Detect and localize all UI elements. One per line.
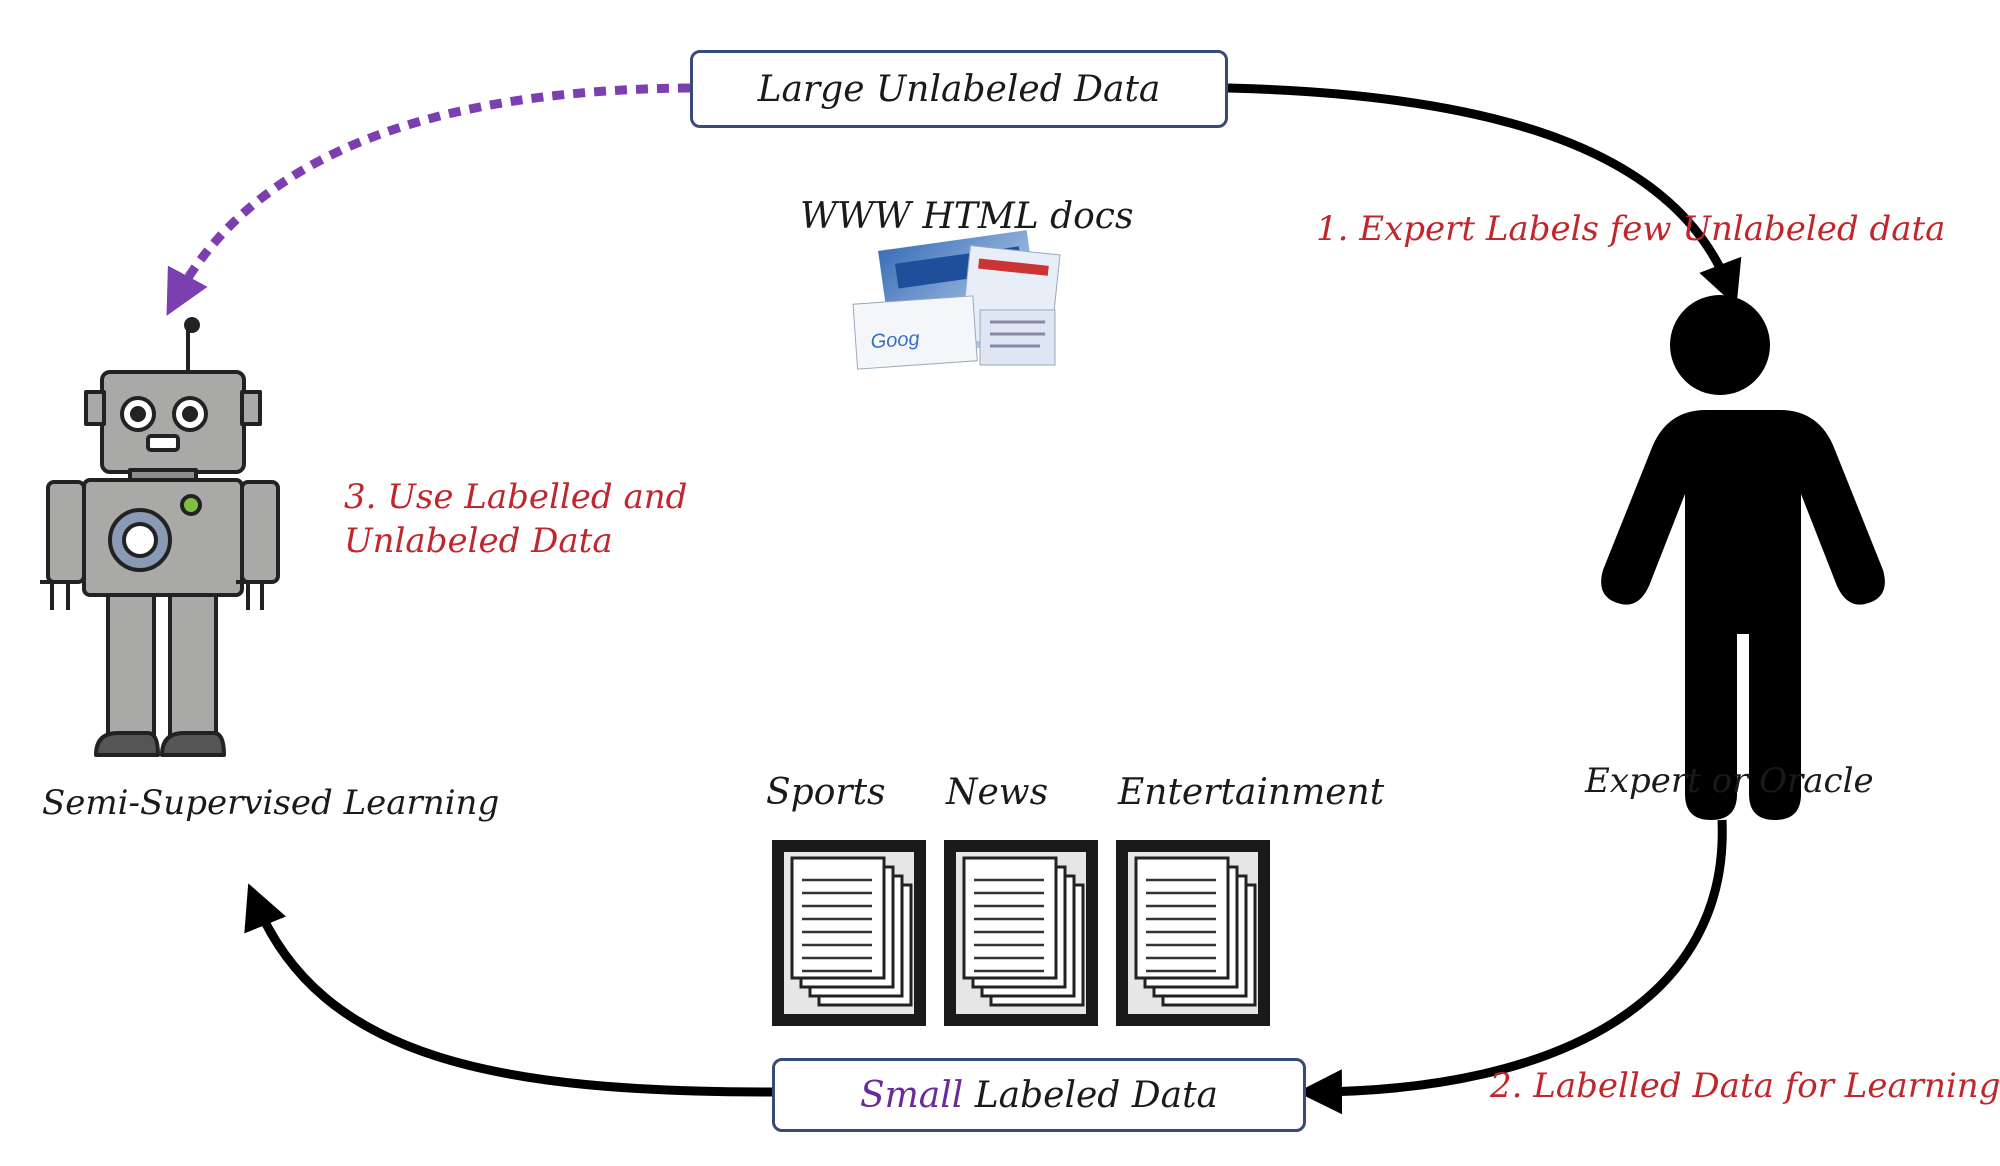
web-pages-icon: Goog xyxy=(852,230,1061,370)
step3-label-line2: Unlabeled Data xyxy=(344,521,613,561)
www-docs-label: WWW HTML docs xyxy=(800,196,1134,237)
arrow-to-expert xyxy=(1227,83,1742,307)
document-stack-icon-sports xyxy=(772,840,926,1026)
expert-caption: Expert or Oracle xyxy=(1585,761,1874,801)
large-unlabeled-data-box: Large Unlabeled Data xyxy=(690,50,1228,128)
step3-label-line1: 3. Use Labelled and xyxy=(344,477,688,517)
small-label: Small xyxy=(859,1074,964,1116)
dotted-arrow-to-robot xyxy=(166,83,691,316)
large-unlabeled-data-label: Large Unlabeled Data xyxy=(757,68,1161,110)
document-stacks xyxy=(772,840,1270,1026)
svg-text:Goog: Goog xyxy=(870,328,920,353)
document-stack-icon-news xyxy=(944,840,1098,1026)
person-icon xyxy=(1601,295,1885,820)
small-labeled-data-box: Small Labeled Data xyxy=(772,1058,1306,1132)
category-label-news: News xyxy=(946,772,1049,813)
category-label-sports: Sports xyxy=(766,772,886,813)
labeled-data-label: Labeled Data xyxy=(963,1074,1219,1116)
step2-label: 2. Labelled Data for Learning xyxy=(1490,1066,2000,1106)
arrow-to-robot xyxy=(244,883,773,1097)
robot-icon xyxy=(40,317,280,757)
arrow-to-small-labeled xyxy=(1297,819,1727,1115)
robot-caption: Semi-Supervised Learning xyxy=(42,783,500,823)
step1-label: 1. Expert Labels few Unlabeled data xyxy=(1316,209,1946,249)
document-stack-icon-entertainment xyxy=(1116,840,1270,1026)
category-label-entertainment: Entertainment xyxy=(1118,772,1385,813)
